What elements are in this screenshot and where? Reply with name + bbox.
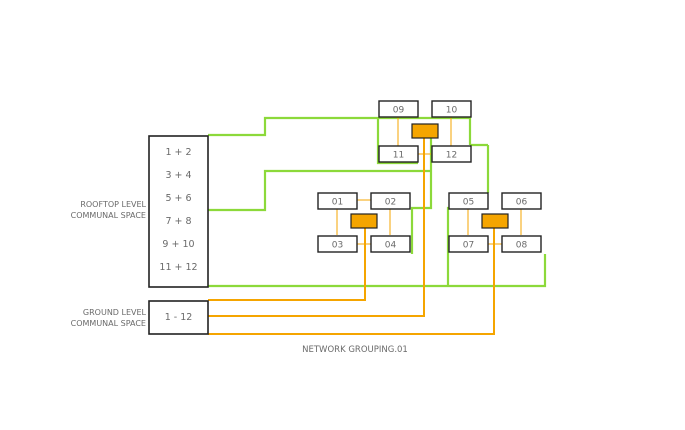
unit-box: 06	[501, 192, 542, 210]
ground-range: 1 - 12	[165, 312, 193, 323]
network-hub	[350, 213, 378, 229]
unit-box: 05	[448, 192, 489, 210]
unit-box: 10	[431, 100, 472, 118]
rooftop-pair-3: 5 + 6	[165, 193, 191, 204]
green-network-lines	[208, 116, 547, 288]
rooftop-pair-1: 1 + 2	[165, 147, 191, 158]
unit-label: 10	[446, 106, 458, 116]
unit-box: 08	[501, 235, 542, 253]
rooftop-label-line2: COMMUNAL SPACE	[71, 211, 146, 220]
diagram-caption: NETWORK GROUPING.01	[302, 345, 408, 355]
unit-label: 08	[516, 241, 528, 251]
unit-label: 06	[516, 198, 528, 208]
unit-label: 07	[463, 241, 474, 251]
rooftop-communal-box: 1 + 2 3 + 4 5 + 6 7 + 8 9 + 10 11 + 12	[148, 135, 209, 288]
unit-box: 09	[378, 100, 419, 118]
unit-box: 07	[448, 235, 489, 253]
unit-label: 09	[393, 106, 405, 116]
unit-box: 12	[431, 145, 472, 163]
unit-label: 12	[446, 151, 457, 161]
rooftop-pair-4: 7 + 8	[165, 216, 191, 227]
network-hub	[411, 123, 439, 139]
unit-box: 11	[378, 145, 419, 163]
unit-box: 04	[370, 235, 411, 253]
rooftop-pair-5: 9 + 10	[162, 239, 194, 250]
unit-label: 05	[463, 198, 474, 208]
unit-box: 03	[317, 235, 358, 253]
unit-label: 02	[385, 198, 396, 208]
unit-box: 02	[370, 192, 411, 210]
unit-label: 01	[332, 198, 343, 208]
rooftop-pair-6: 11 + 12	[159, 262, 197, 273]
unit-label: 03	[332, 241, 343, 251]
ground-label-line2: COMMUNAL SPACE	[71, 319, 146, 328]
unit-box: 01	[317, 192, 358, 210]
rooftop-label-line1: ROOFTOP LEVEL	[80, 200, 146, 209]
ground-label-line1: GROUND LEVEL	[83, 308, 147, 317]
unit-label: 11	[393, 151, 404, 161]
ground-communal-box: 1 - 12	[148, 300, 209, 335]
orange-network-lines	[208, 138, 495, 335]
rooftop-pair-2: 3 + 4	[165, 170, 191, 181]
network-hub	[481, 213, 509, 229]
unit-label: 04	[385, 241, 397, 251]
unit-links	[336, 116, 522, 245]
